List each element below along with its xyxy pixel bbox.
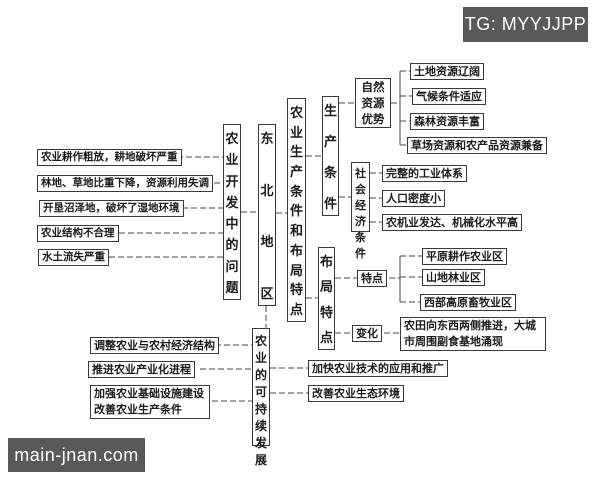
socioeconomic-title-box: 社会经济条件: [351, 162, 370, 260]
watermark-bottom-left: main-jnan.com: [8, 438, 145, 472]
root-region-box: 东北地区: [258, 124, 276, 306]
problem-item: 农业耕作粗放，耕地破坏严重: [37, 149, 182, 166]
changes-item: 农田向东西两侧推进，大城市周围副食基地涌现: [400, 317, 546, 351]
sustainable-item: 加强农业基础设施建设改善农业生产条件: [90, 385, 210, 419]
watermark-top-right: TG: MYYJJPP: [463, 7, 588, 42]
changes-label-box: 变化: [352, 325, 382, 342]
sustainable-item: 改善农业生态环境: [308, 385, 404, 402]
conditions-title-box: 农业生产条件和布局特点: [287, 98, 306, 322]
socioeconomic-item: 农机业发达、机械化水平高: [382, 214, 522, 231]
sustainable-item: 推进农业产业化进程: [88, 361, 195, 378]
problems-title-box: 农业开发中的问题: [223, 124, 241, 300]
natural-item: 气候条件适应: [412, 88, 486, 105]
sustainable-title-box: 农业的可持续发展: [252, 328, 270, 467]
socioeconomic-item: 完整的工业体系: [382, 165, 467, 182]
natural-item: 草场资源和农产品资源兼备: [407, 137, 547, 154]
problem-item: 农业结构不合理: [37, 225, 119, 242]
natural-advantages-box: 自然资源优势: [355, 78, 391, 128]
socioeconomic-item: 人口密度小: [382, 190, 445, 207]
sustainable-item: 调整农业与农村经济结构: [90, 337, 219, 354]
feature-item: 山地林业区: [422, 269, 485, 286]
natural-item: 土地资源辽阔: [410, 63, 484, 80]
problem-item: 林地、草地比重下降，资源利用失调: [37, 175, 213, 192]
natural-item: 森林资源丰富: [410, 113, 484, 130]
production-conditions-box: 生产条件: [322, 96, 339, 216]
features-label-box: 特点: [357, 270, 387, 287]
sustainable-item: 加快农业技术的应用和推广: [308, 360, 448, 377]
feature-item: 西部高原畜牧业区: [420, 294, 516, 311]
problem-item: 水土流失严重: [38, 249, 109, 266]
problem-item: 开垦沼泽地，破坏了湿地环境: [39, 200, 184, 217]
feature-item: 平原耕作农业区: [422, 248, 507, 265]
layout-title-box: 布局特点: [318, 247, 335, 350]
